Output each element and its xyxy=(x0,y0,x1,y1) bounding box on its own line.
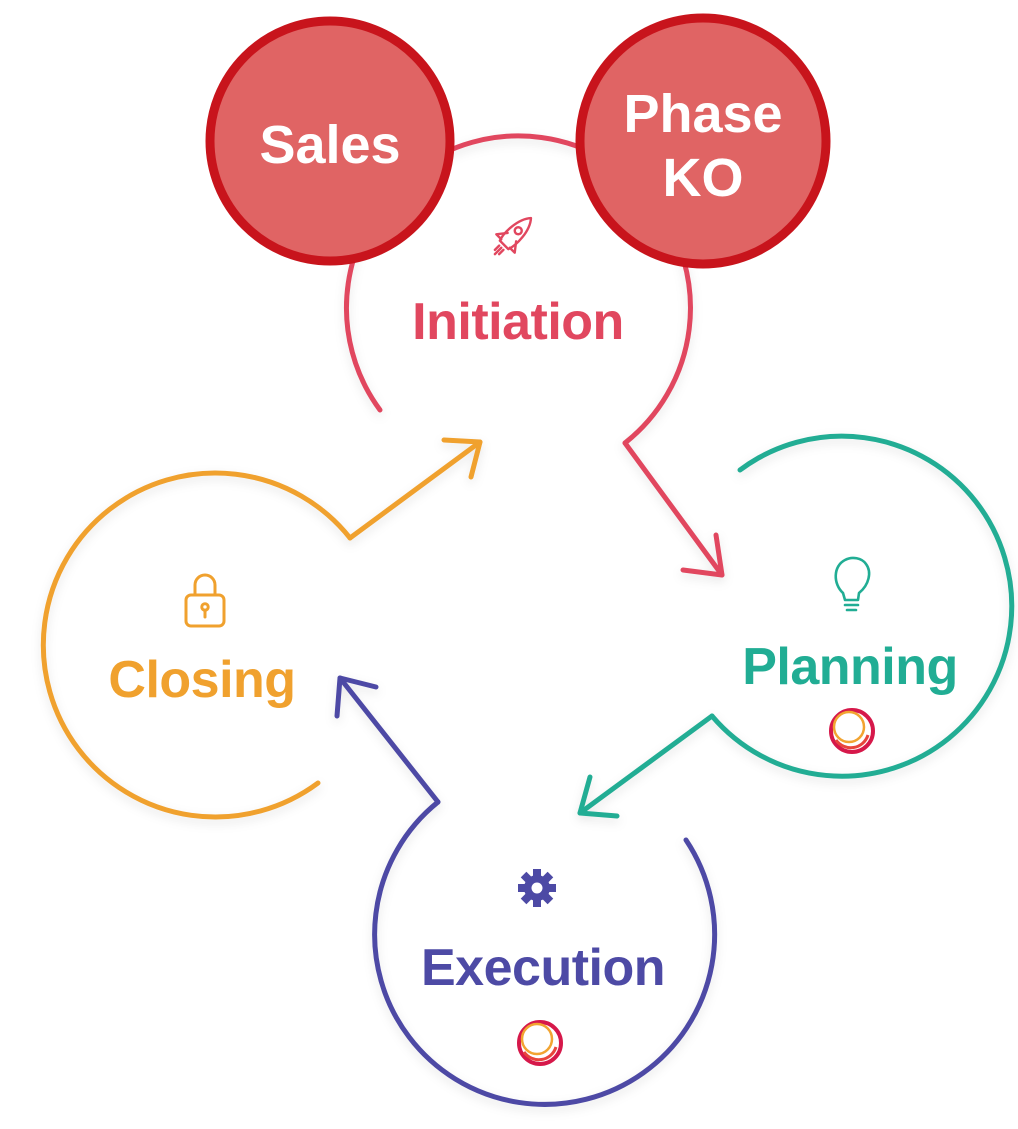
initiation-label: Initiation xyxy=(412,293,624,351)
gear-icon xyxy=(518,869,556,907)
brand-logo-icon xyxy=(829,708,875,754)
stage-planning xyxy=(577,433,1015,819)
initiation-ring xyxy=(343,133,693,446)
lightbulb-icon xyxy=(834,556,871,612)
brand-logo-icon xyxy=(517,1020,563,1066)
stage-initiation xyxy=(343,133,725,578)
stage-execution xyxy=(334,675,718,1107)
closing-label: Closing xyxy=(108,651,295,709)
planning-label: Planning xyxy=(742,638,958,696)
arrowhead-planning-to-execution xyxy=(577,774,620,819)
arrow-execution-to-closing xyxy=(337,675,441,805)
planning-ring xyxy=(709,433,1015,779)
stage-closing xyxy=(40,437,483,820)
arrowhead-closing-to-initiation xyxy=(441,437,483,480)
execution-ring xyxy=(372,799,718,1107)
closing-ring xyxy=(40,470,353,820)
arrowhead-execution-to-closing xyxy=(334,675,379,719)
arrow-closing-to-initiation xyxy=(347,439,483,541)
phase-ko-badge-line2: KO xyxy=(663,148,744,208)
arrow-planning-to-execution xyxy=(577,713,715,816)
phase-ko-badge: Phase KO xyxy=(575,13,831,269)
arrowhead-initiation-to-planning xyxy=(680,532,725,578)
sales-badge: Sales xyxy=(205,16,455,266)
lock-icon xyxy=(184,573,226,628)
arrow-initiation-to-planning xyxy=(622,440,725,578)
phase-ko-badge-line1: Phase xyxy=(623,84,782,144)
execution-label: Execution xyxy=(421,939,665,997)
rocket-icon xyxy=(493,216,533,256)
sales-badge-label: Sales xyxy=(259,115,400,175)
